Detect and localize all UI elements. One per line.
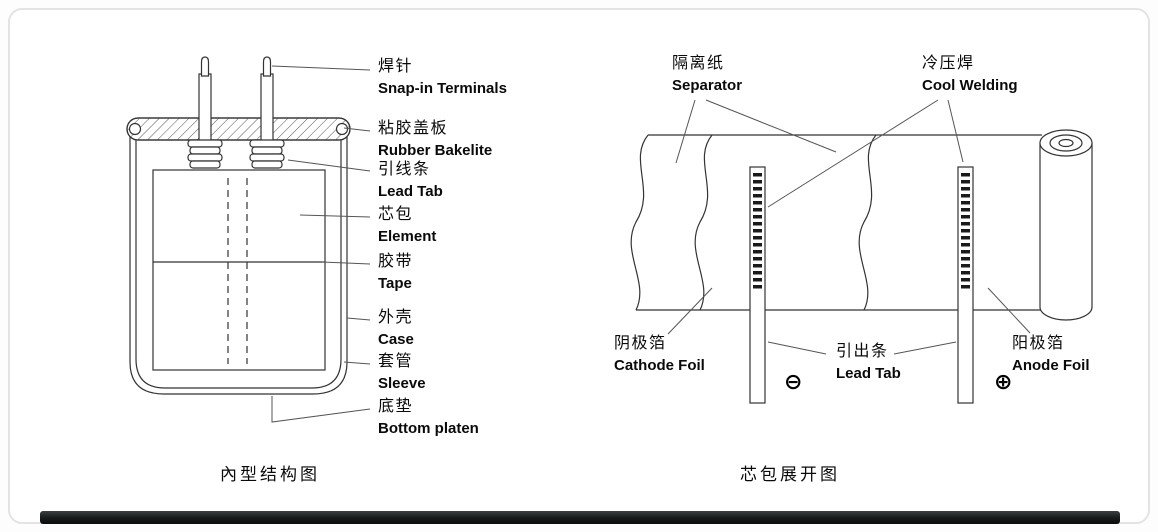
label-separator-en: Separator (672, 77, 743, 94)
label-snap-in-terminals-en: Snap-in Terminals (378, 80, 507, 97)
wound-roll (1039, 129, 1093, 321)
label-snap-in-terminals: 焊针 Snap-in Terminals (378, 58, 507, 97)
label-snap-in-terminals-zh: 焊针 (378, 58, 414, 75)
label-cool-welding-zh: 冷压焊 (922, 55, 975, 72)
positive-polarity-mark: ⊕ (994, 369, 1013, 394)
label-element: 芯包 Element (378, 206, 436, 245)
left-diagram-caption: 內型结构图 (220, 465, 320, 484)
label-sleeve: 套管 Sleeve (378, 353, 426, 392)
separator-edge-2 (694, 134, 713, 311)
label-separator-zh: 隔离纸 (672, 55, 725, 72)
label-rubber-bakelite: 粘胶盖板 Rubber Bakelite (378, 120, 492, 159)
label-tape-zh: 胶带 (378, 253, 414, 270)
label-tape-en: Tape (378, 275, 412, 292)
foil-strip (630, 134, 1042, 311)
label-lead-tab-right-en: Lead Tab (836, 365, 901, 382)
right-diagram-caption: 芯包展开图 (740, 465, 840, 484)
label-anode-foil-zh: 阳极箔 (1012, 335, 1065, 352)
right-leader-lines (667, 99, 1031, 355)
label-element-zh: 芯包 (378, 206, 414, 223)
label-bottom-platen-en: Bottom platen (378, 420, 479, 437)
label-bottom-platen: 底垫 Bottom platen (378, 398, 479, 437)
label-case: 外壳 Case (378, 309, 414, 348)
label-element-en: Element (378, 228, 437, 245)
label-rubber-bakelite-zh: 粘胶盖板 (378, 120, 449, 137)
lead-tab-cathode (749, 166, 766, 404)
label-anode-foil-en: Anode Foil (1012, 357, 1090, 374)
element-winding (152, 169, 326, 371)
label-case-zh: 外壳 (378, 309, 414, 326)
left-leader-lines (271, 65, 371, 423)
separator-edge-3 (858, 134, 877, 311)
lead-tab-anode (957, 166, 974, 404)
label-anode-foil: 阳极箔 Anode Foil (1012, 335, 1090, 374)
label-cathode-foil-zh: 阴极箔 (614, 335, 667, 352)
label-separator: 隔离纸 Separator (672, 55, 742, 94)
label-lead-tab-left-en: Lead Tab (378, 183, 443, 200)
label-lead-tab-right-zh: 引出条 (836, 343, 889, 360)
label-bottom-platen-zh: 底垫 (378, 398, 414, 415)
label-tape: 胶带 Tape (378, 253, 413, 292)
bottom-divider-bar (40, 511, 1120, 524)
label-lead-tab-left: 引线条 Lead Tab (378, 161, 443, 200)
snap-in-terminal-pins (187, 56, 285, 169)
capacitor-cross-section (126, 56, 351, 395)
label-lead-tab-right: 引出条 Lead Tab (836, 343, 901, 382)
unrolled-element (630, 129, 1093, 404)
rubber-bakelite-lid (126, 117, 351, 141)
label-sleeve-en: Sleeve (378, 375, 426, 392)
label-sleeve-zh: 套管 (378, 353, 414, 370)
label-rubber-bakelite-en: Rubber Bakelite (378, 142, 493, 159)
label-lead-tab-left-zh: 引线条 (378, 161, 431, 178)
label-cathode-foil: 阴极箔 Cathode Foil (614, 335, 705, 374)
negative-polarity-mark: ⊖ (784, 369, 803, 394)
label-cool-welding-en: Cool Welding (922, 77, 1018, 94)
label-case-en: Case (378, 331, 414, 348)
separator-edge-1 (630, 134, 649, 311)
label-cool-welding: 冷压焊 Cool Welding (922, 55, 1018, 94)
label-cathode-foil-en: Cathode Foil (614, 357, 705, 374)
